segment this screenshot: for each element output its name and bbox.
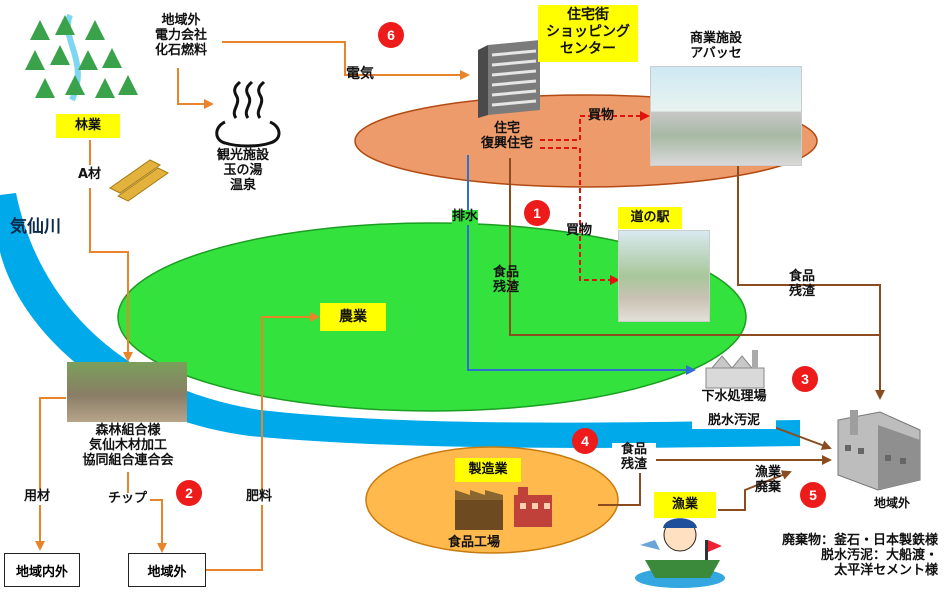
text-power-source: 地域外 電力会社 化石燃料	[154, 13, 207, 58]
text-a-lumber: A材	[78, 167, 102, 182]
text-shopping2: 買物	[566, 223, 593, 238]
hot-spring-icon	[215, 80, 281, 148]
badge-4: 4	[572, 428, 598, 454]
river-label: 気仙川	[10, 217, 61, 237]
text-fertilizer: 肥料	[246, 489, 273, 505]
badge-6: 6	[378, 22, 404, 48]
arrow-power-to-onsen	[177, 68, 214, 109]
factory-icon	[455, 487, 552, 530]
text-food-waste-1: 食品 残渣	[492, 265, 519, 295]
label-forestry: 林業	[56, 114, 120, 138]
text-disposal: 廃棄物：釜石・日本製鉄様 脱水汚泥：大船渡・ 太平洋セメント様	[781, 533, 938, 578]
forest-union-photo	[67, 362, 187, 422]
outside-factory-icon	[837, 410, 921, 491]
arrow-shopping-michinoeki	[540, 147, 620, 285]
box-outside-chips: 地域外	[128, 553, 206, 587]
label-michinoeki: 道の駅	[618, 207, 682, 229]
arrow-union-to-lumber-use	[35, 397, 66, 551]
badge-2: 2	[176, 480, 202, 506]
lumber-icon	[109, 159, 169, 202]
box-inside-outside: 地域内外	[4, 553, 80, 587]
text-sludge: 脱水汚泥	[692, 413, 776, 429]
forest-icon	[25, 13, 138, 102]
label-fishery: 漁業	[654, 492, 716, 518]
arrow-power-to-housing	[222, 41, 470, 80]
fisherman-icon	[635, 518, 725, 588]
arrow-fishery-waste	[718, 470, 792, 511]
badge-3: 3	[792, 366, 818, 392]
text-food-factory: 食品工場	[448, 535, 501, 550]
badge-5: 5	[800, 482, 826, 508]
arrow-fertilizer-to-agriculture	[205, 312, 320, 571]
text-outside-region: 地域外	[874, 496, 911, 510]
arrow-shopping-commercial	[540, 111, 650, 141]
label-agriculture: 農業	[320, 303, 386, 331]
agriculture-area-ellipse	[117, 222, 747, 412]
text-chips: チップ	[108, 491, 148, 506]
text-onsen: 観光施設 玉の湯 温泉	[216, 148, 269, 193]
text-fishery-waste: 漁業 廃棄	[754, 465, 781, 495]
text-drainage: 排水	[452, 209, 479, 225]
text-electricity: 電気	[346, 66, 374, 82]
text-commercial: 商業施設 アバッセ	[689, 31, 742, 61]
text-food-waste-3: 食品 残渣	[612, 442, 656, 473]
arrow-commercial-waste	[737, 165, 885, 400]
badge-1: 1	[524, 200, 550, 226]
sewage-plant-icon	[705, 350, 765, 389]
text-lumber-use: 用材	[24, 489, 51, 505]
text-shopping1: 買物	[588, 108, 615, 123]
text-food-waste-2: 食品 残渣	[788, 269, 815, 299]
arrow-chips-to-outside	[150, 499, 167, 553]
arrow-factory-waste	[598, 462, 641, 506]
michinoeki-photo	[618, 230, 710, 322]
text-forest-union: 森林組合様 気仙木材加工 協同組合連合会	[82, 423, 174, 468]
commercial-facility-photo	[650, 66, 802, 166]
arrow-alumber-to-union	[89, 188, 133, 362]
arrow-housing-waste	[509, 158, 880, 336]
building-icon	[478, 40, 540, 118]
label-shopping-center: 住宅街 ショッピング センター	[538, 5, 638, 62]
label-manufacturing: 製造業	[455, 458, 521, 482]
arrow-drainage-to-sewage	[467, 155, 696, 375]
text-sewage-plant: 下水処理場	[701, 389, 767, 404]
text-housing: 住宅 復興住宅	[480, 121, 533, 151]
